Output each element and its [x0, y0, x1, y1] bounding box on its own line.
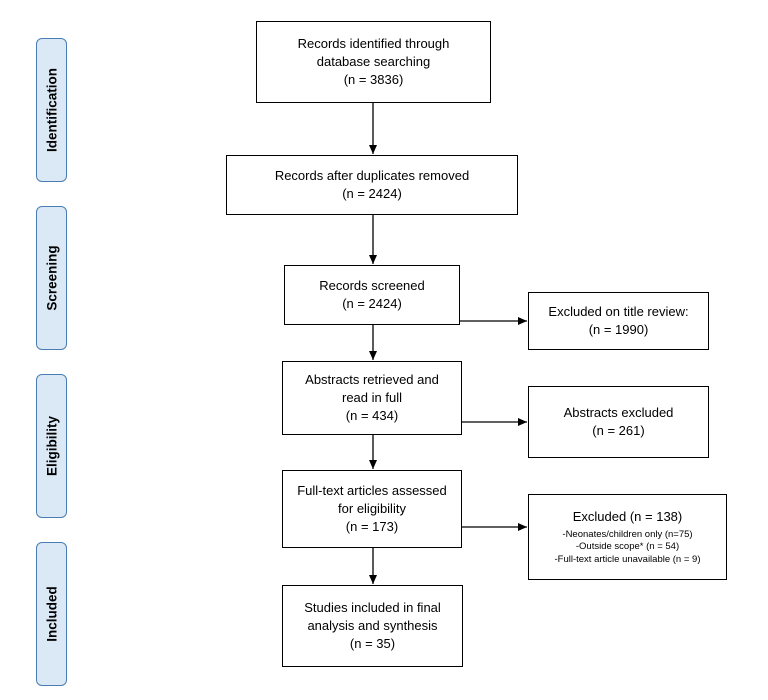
phase-identification: Identification — [36, 38, 67, 182]
box-studies-included-count: (n = 35) — [349, 636, 396, 651]
box-abstracts-retrieved-line1: Abstracts retrieved and — [305, 372, 439, 387]
box-excluded-title-review-count: (n = 1990) — [588, 322, 649, 337]
excluded-reason-item: -Neonates/children only (n=75) — [562, 528, 693, 540]
box-records-identified-count: (n = 3836) — [343, 72, 404, 87]
box-records-identified-line1: Records identified through — [297, 36, 450, 51]
box-excluded-fulltext-title: Excluded (n = 138) — [572, 508, 683, 524]
box-abstracts-retrieved-count: (n = 434) — [345, 408, 399, 423]
phase-included: Included — [36, 542, 67, 686]
phase-screening: Screening — [36, 206, 67, 350]
box-abstracts-retrieved-line2: read in full — [342, 390, 402, 405]
box-fulltext-assessed-line2: for eligibility — [338, 501, 406, 516]
phase-eligibility: Eligibility — [36, 374, 67, 518]
box-excluded-title-review: Excluded on title review: (n = 1990) — [528, 292, 709, 350]
box-abstracts-excluded-line1: Abstracts excluded — [563, 405, 674, 420]
box-fulltext-assessed-count: (n = 173) — [345, 519, 399, 534]
box-studies-included-line2: analysis and synthesis — [307, 618, 438, 633]
box-abstracts-excluded-count: (n = 261) — [592, 423, 645, 438]
excluded-reason-item: -Outside scope* (n = 54) — [575, 541, 680, 553]
box-records-screened-count: (n = 2424) — [342, 296, 402, 311]
box-records-identified: Records identified through database sear… — [256, 21, 491, 103]
excluded-reason-item: -Full-text article unavailable (n = 9) — [554, 553, 701, 565]
box-abstracts-retrieved: Abstracts retrieved and read in full (n … — [282, 361, 462, 435]
box-after-duplicates-line1: Records after duplicates removed — [274, 168, 470, 183]
box-fulltext-assessed-line1: Full-text articles assessed — [297, 483, 447, 498]
box-after-duplicates: Records after duplicates removed (n = 24… — [226, 155, 518, 215]
box-excluded-title-review-line1: Excluded on title review: — [548, 304, 689, 319]
box-after-duplicates-count: (n = 2424) — [342, 186, 402, 201]
box-records-screened-line1: Records screened — [319, 278, 425, 293]
box-excluded-fulltext: Excluded (n = 138) -Neonates/children on… — [528, 494, 727, 580]
box-records-identified-line2: database searching — [316, 54, 431, 69]
box-studies-included-line1: Studies included in final — [304, 600, 441, 615]
box-studies-included: Studies included in final analysis and s… — [282, 585, 463, 667]
box-abstracts-excluded: Abstracts excluded (n = 261) — [528, 386, 709, 458]
box-fulltext-assessed: Full-text articles assessed for eligibil… — [282, 470, 462, 548]
box-records-screened: Records screened (n = 2424) — [284, 265, 460, 325]
